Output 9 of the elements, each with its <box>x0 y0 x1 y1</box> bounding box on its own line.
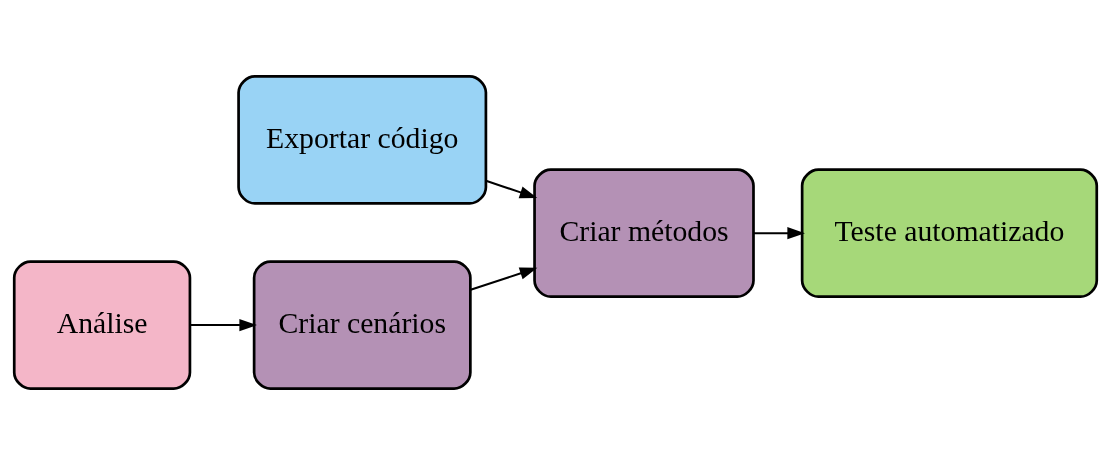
node-box: Criar métodos <box>533 167 755 298</box>
node-box: Análise <box>12 259 192 390</box>
node-box: Teste automatizado <box>800 167 1099 298</box>
node-box: Exportar código <box>237 74 488 205</box>
node-box: Criar cenários <box>252 259 472 390</box>
arrow <box>485 179 538 198</box>
arrow <box>753 226 805 239</box>
arrow <box>190 318 257 331</box>
arrow <box>470 267 538 291</box>
